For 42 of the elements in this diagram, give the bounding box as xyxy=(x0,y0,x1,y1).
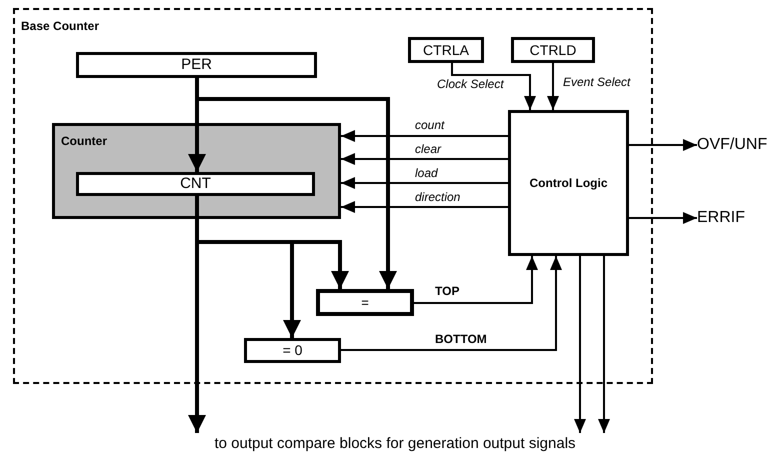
arrow xyxy=(341,177,508,189)
arrow xyxy=(451,63,536,110)
node-text: CTRLA xyxy=(423,40,469,60)
arrow xyxy=(598,256,610,433)
edge-label: load xyxy=(415,167,438,179)
edge-label: direction xyxy=(415,191,460,203)
node-text: Base Counter xyxy=(21,19,100,33)
edge-label: clear xyxy=(415,143,442,155)
arrow xyxy=(547,63,559,110)
node-text: CTRLD xyxy=(530,40,576,60)
node-text: Counter xyxy=(61,134,107,148)
edge-label: TOP xyxy=(435,285,460,297)
dashed-boundary xyxy=(13,8,653,384)
node-text: CNT xyxy=(180,174,211,194)
node-text: Control Logic xyxy=(530,175,608,192)
counter-block xyxy=(52,123,341,219)
edge-label: Event Select xyxy=(563,76,630,88)
edge-label: count xyxy=(415,119,444,131)
node-text: OVF/UNF xyxy=(697,135,768,155)
arrow xyxy=(341,153,508,165)
edge-label: BOTTOM xyxy=(435,333,487,345)
edge-label: Clock Select xyxy=(437,78,504,90)
arrow xyxy=(341,130,508,142)
arrow xyxy=(341,256,562,351)
arrow xyxy=(574,256,586,433)
register-box xyxy=(76,172,315,196)
register-box xyxy=(511,37,595,63)
node-text: ERRIF xyxy=(697,208,745,228)
node-text: PER xyxy=(181,54,212,75)
logic-block xyxy=(508,110,629,256)
comparator-box xyxy=(316,289,414,316)
arrow xyxy=(629,212,697,224)
register-box xyxy=(76,52,317,78)
arrow xyxy=(414,256,538,304)
arrow xyxy=(195,78,397,289)
arrow xyxy=(629,139,697,151)
node-text: = 0 xyxy=(282,341,302,360)
register-box xyxy=(408,37,484,63)
node-text: = xyxy=(361,294,369,312)
comparator-box xyxy=(244,338,341,363)
node-text: to output compare blocks for generation output signals xyxy=(214,434,576,454)
arrow xyxy=(341,201,508,213)
